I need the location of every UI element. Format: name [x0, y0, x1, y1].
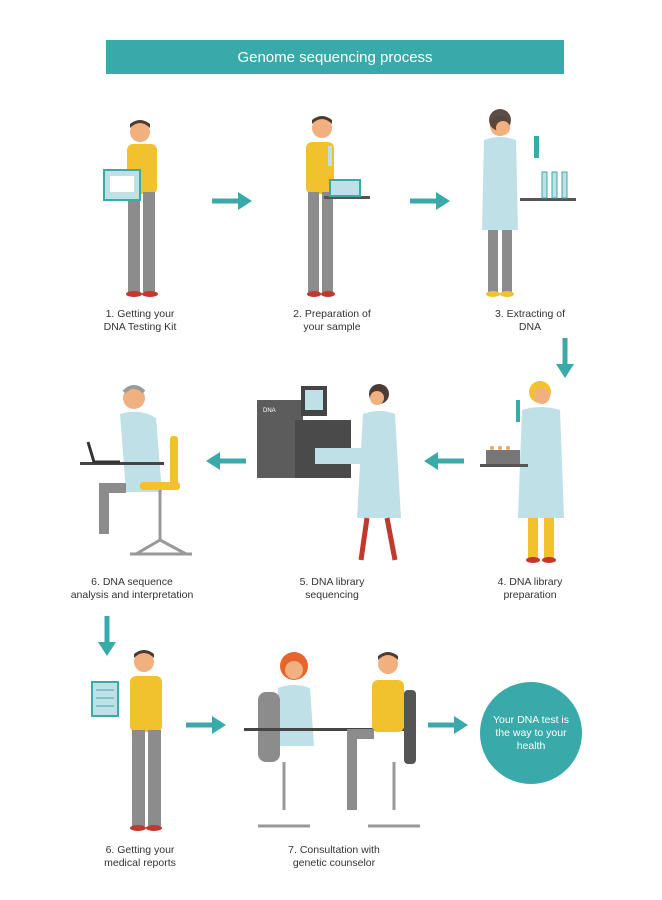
person-with-report-icon — [91, 650, 162, 831]
diagram-title: Genome sequencing process — [106, 40, 564, 74]
final-message-bubble: Your DNA test is the way to your health — [480, 682, 582, 784]
arrow-left-1 — [424, 452, 464, 470]
arrow-right-2 — [410, 192, 450, 210]
scientist-library-prep-icon — [480, 381, 564, 563]
consultation-icon — [244, 652, 420, 828]
person-with-kit-icon — [103, 120, 158, 297]
person-preparing-sample-icon — [306, 116, 370, 297]
arrow-down-1 — [556, 338, 574, 378]
arrow-down-2 — [98, 616, 116, 656]
arrow-left-2 — [206, 452, 246, 470]
analyst-at-laptop-icon — [80, 385, 192, 556]
arrow-right-4 — [428, 716, 468, 734]
arrow-right-3 — [186, 716, 226, 734]
arrow-right-1 — [212, 192, 252, 210]
machine-label: DNA — [263, 408, 276, 414]
scientist-extracting-icon — [482, 109, 576, 297]
sequencing-machine-icon: DNA — [257, 384, 401, 561]
